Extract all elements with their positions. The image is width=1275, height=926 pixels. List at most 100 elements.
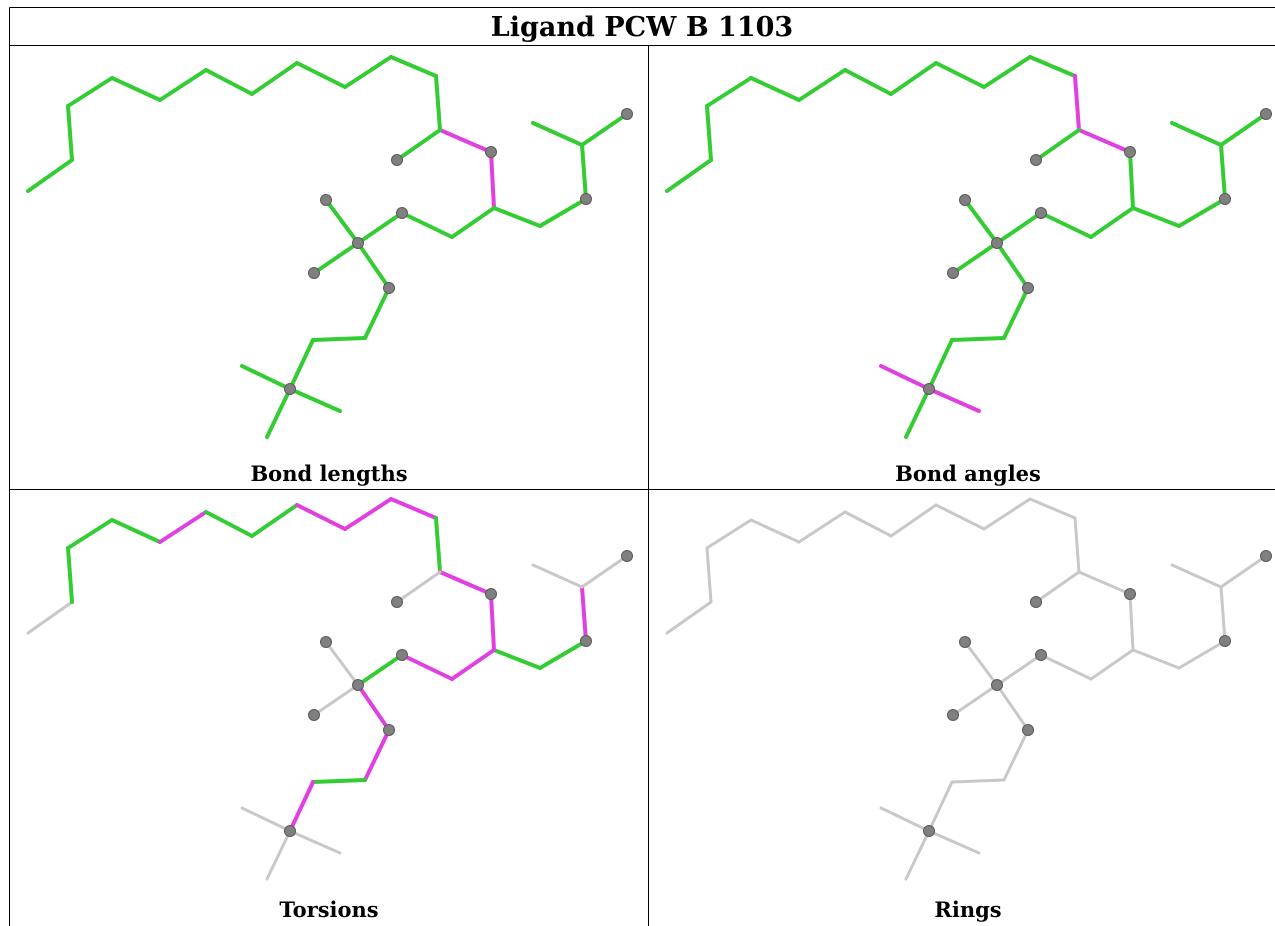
bond-k-l	[434, 516, 442, 574]
bond-n-o	[1131, 206, 1181, 228]
bond-w-x	[324, 198, 360, 245]
bond-v-w	[995, 211, 1043, 245]
bond-h-i	[295, 61, 347, 89]
atom-y	[947, 267, 959, 279]
bond-i-j	[343, 497, 393, 531]
bond-angles-panel	[665, 55, 1272, 439]
bond-z-aa	[1002, 728, 1030, 782]
atom-x	[959, 636, 971, 648]
bond-n-o	[1131, 648, 1181, 670]
bond-f-g	[204, 68, 254, 96]
bond-f-g	[843, 68, 893, 96]
bond-ac-ae	[927, 387, 981, 413]
bond-z-aa	[363, 728, 391, 782]
atom-v	[396, 649, 408, 661]
bond-w-y	[951, 241, 999, 275]
atom-ac	[923, 825, 935, 837]
atom-v	[396, 207, 408, 219]
bond-a-b	[665, 600, 713, 635]
bond-w-z	[995, 241, 1030, 290]
bond-p-q	[580, 585, 588, 643]
bond-k-l	[434, 74, 442, 132]
atom-t	[391, 154, 403, 166]
bond-z-aa	[363, 286, 391, 340]
bond-o-p	[538, 197, 588, 228]
bond-u-v	[1039, 211, 1093, 239]
bond-e-f	[158, 68, 208, 102]
atom-w	[991, 679, 1003, 691]
bond-lengths-caption: Bond lengths	[250, 461, 408, 486]
atom-m	[485, 146, 497, 158]
bond-p-q	[580, 143, 588, 201]
atom-ac	[284, 825, 296, 837]
bond-aa-ab	[950, 778, 1006, 784]
bond-w-z	[356, 683, 391, 732]
bond-w-x	[963, 640, 999, 687]
atom-z	[383, 282, 395, 294]
bond-j-k	[1028, 497, 1077, 520]
bond-angles-caption: Bond angles	[895, 461, 1041, 486]
atom-p	[1219, 193, 1231, 205]
bond-ac-af	[904, 829, 931, 881]
atom-w	[991, 237, 1003, 249]
bond-k-l	[1073, 516, 1081, 574]
bond-l-m	[438, 128, 493, 154]
bond-v-w	[356, 211, 404, 245]
bond-n-u	[1089, 648, 1135, 681]
atom-s	[1260, 108, 1272, 120]
bond-ab-ac	[927, 338, 954, 391]
bond-h-i	[934, 503, 986, 531]
bond-m-n	[489, 150, 496, 210]
bond-lengths-panel	[26, 55, 633, 439]
bond-q-s	[1219, 554, 1268, 589]
bond-j-k	[1028, 55, 1077, 78]
bond-p-q	[1219, 143, 1227, 201]
bond-l-t	[1034, 570, 1081, 604]
bond-c-d	[705, 518, 753, 550]
bond-m-n	[1128, 592, 1135, 652]
bond-w-x	[963, 198, 999, 245]
atom-w	[352, 237, 364, 249]
figure-title: Ligand PCW B 1103	[490, 12, 794, 43]
bond-g-h	[889, 503, 938, 538]
bond-w-z	[356, 241, 391, 290]
bond-l-m	[1077, 570, 1132, 596]
bond-ac-ad	[240, 806, 292, 833]
bond-m-n	[489, 592, 496, 652]
atom-v	[1035, 207, 1047, 219]
bond-ac-ae	[288, 829, 342, 855]
atom-m	[1124, 146, 1136, 158]
atom-z	[383, 724, 395, 736]
bond-f-g	[204, 510, 254, 538]
atom-p	[580, 193, 592, 205]
atom-v	[1035, 649, 1047, 661]
bond-j-k	[389, 55, 438, 78]
bond-u-v	[400, 211, 454, 239]
atom-x	[959, 194, 971, 206]
bond-ac-ae	[288, 387, 342, 413]
bond-o-p	[1177, 197, 1227, 228]
bond-ab-ac	[288, 338, 315, 391]
atom-ac	[284, 383, 296, 395]
bond-z-aa	[1002, 286, 1030, 340]
bond-v-w	[995, 653, 1043, 687]
atom-w	[352, 679, 364, 691]
rings-panel	[665, 497, 1272, 881]
bond-e-f	[797, 68, 847, 102]
torsions-panel	[26, 497, 633, 881]
bond-n-u	[450, 206, 496, 239]
bond-ac-af	[265, 387, 292, 439]
bond-ac-af	[265, 829, 292, 881]
bond-q-s	[580, 112, 629, 147]
bond-g-h	[250, 503, 299, 538]
bond-d-e	[110, 518, 162, 544]
atom-y	[308, 267, 320, 279]
bond-aa-ab	[950, 336, 1006, 342]
bond-n-o	[492, 648, 542, 670]
bond-c-d	[66, 518, 114, 550]
bond-w-y	[312, 683, 360, 717]
bond-ac-ad	[879, 806, 931, 833]
bond-o-p	[538, 639, 588, 670]
bond-l-t	[1034, 128, 1081, 162]
